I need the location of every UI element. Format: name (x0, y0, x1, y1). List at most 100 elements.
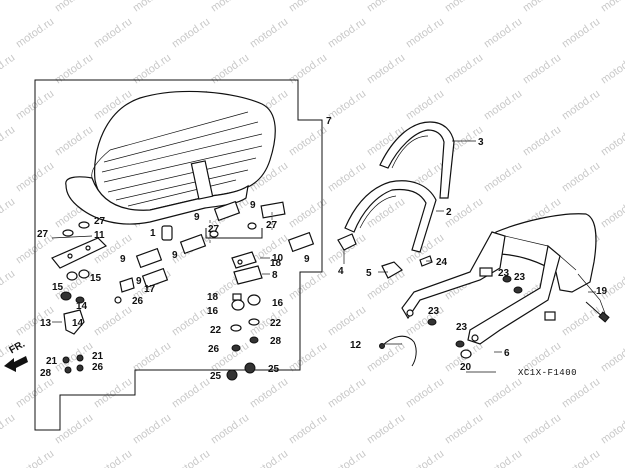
cable (381, 335, 417, 367)
callout-8: 8 (272, 270, 278, 281)
watermark-text: motod.ru (170, 376, 212, 411)
watermark-text: motod.ru (287, 196, 329, 231)
watermark-text: motod.ru (0, 268, 17, 303)
watermark-text: motod.ru (326, 448, 368, 468)
watermark-text: motod.ru (482, 376, 524, 411)
leader-lines (51, 119, 596, 373)
watermark-text: motod.ru (365, 340, 407, 375)
callout-16-b: 16 (272, 298, 284, 309)
callout-20: 20 (460, 362, 472, 373)
callout-numbers: 7 3 2 4 5 24 23 23 19 23 23 12 6 20 27 2… (37, 116, 608, 382)
grab-rail-lower (344, 180, 437, 253)
callout-26-b: 26 (208, 344, 220, 355)
watermark-text: motod.ru (170, 448, 212, 468)
watermark-text: motod.ru (209, 0, 251, 14)
diagram-code: XC1X-F1400 (518, 368, 577, 378)
callout-25-a: 25 (210, 371, 222, 382)
watermark-text: motod.ru (0, 412, 17, 447)
callout-26-a: 26 (132, 296, 144, 307)
grab-rail-upper (379, 121, 455, 199)
watermark-text: motod.ru (560, 16, 602, 51)
bracket-5 (381, 261, 403, 279)
watermark-text: motod.ru (92, 376, 134, 411)
callout-18: 18 (207, 292, 219, 303)
watermark-text: motod.ru (443, 0, 485, 14)
callout-22-b: 22 (270, 318, 282, 329)
callout-15-a: 15 (90, 273, 102, 284)
callout-21-b: 21 (92, 351, 104, 362)
callout-21-a: 21 (46, 356, 58, 367)
callout-14-a: 14 (76, 301, 88, 312)
watermark-text: motod.ru (287, 124, 329, 159)
callout-17: 17 (144, 284, 156, 295)
watermark-text: motod.ru (0, 0, 17, 14)
watermark-text: motod.ru (53, 0, 95, 14)
callout-26-c: 26 (92, 362, 104, 373)
bolt-19 (585, 301, 610, 323)
watermark-text: motod.ru (560, 376, 602, 411)
callout-11: 11 (94, 230, 105, 241)
watermark-text: motod.ru (92, 16, 134, 51)
watermark-text: motod.ru (365, 412, 407, 447)
watermark-text: motod.ru (0, 124, 17, 159)
callout-24: 24 (436, 257, 448, 268)
watermark-text: motod.ru (326, 16, 368, 51)
watermark-text: motod.ru (365, 52, 407, 87)
callout-27-b: 27 (37, 229, 49, 240)
watermark-text: motod.ru (482, 16, 524, 51)
callout-23-d: 23 (456, 322, 468, 333)
watermark-text: motod.ru (482, 160, 524, 195)
watermark-text: motod.ru (482, 88, 524, 123)
callout-2: 2 (446, 207, 452, 218)
watermark-text: motod.ru (131, 52, 173, 87)
watermark-text: motod.ru (248, 376, 290, 411)
watermark-text: motod.ru (287, 412, 329, 447)
callout-19: 19 (596, 286, 608, 297)
watermark-text: motod.ru (599, 52, 625, 87)
watermark-text: motod.ru (170, 16, 212, 51)
watermark-text: motod.ru (599, 124, 625, 159)
watermark-text: motod.ru (560, 160, 602, 195)
watermark-text: motod.ru (443, 52, 485, 87)
watermark-text: motod.ru (248, 448, 290, 468)
watermark-text: motod.ru (521, 412, 563, 447)
watermark-text: motod.ru (0, 196, 17, 231)
watermark-text: motod.ru (131, 412, 173, 447)
callout-28-a: 28 (270, 336, 282, 347)
watermark-text: motod.ru (404, 448, 446, 468)
seat (65, 90, 276, 225)
watermark-text: motod.ru (131, 0, 173, 14)
watermark-text: motod.ru (92, 448, 134, 468)
callout-9-c: 9 (120, 254, 126, 265)
watermark-text: motod.ru (326, 160, 368, 195)
callout-15-b: 15 (52, 282, 64, 293)
watermark-text: motod.ru (92, 304, 134, 339)
watermark-text: motod.ru (209, 412, 251, 447)
callout-23-c: 23 (428, 306, 440, 317)
watermark-text: motod.ru (443, 412, 485, 447)
callout-9-d: 9 (172, 250, 178, 261)
watermark-text: motod.ru (560, 88, 602, 123)
watermark-text: motod.ru (482, 448, 524, 468)
callout-10: 10 (272, 253, 284, 264)
watermark-text: motod.ru (287, 340, 329, 375)
watermark-text: motod.ru (521, 124, 563, 159)
watermark-text: motod.ru (248, 16, 290, 51)
watermark-text: motod.ru (287, 0, 329, 14)
watermark-text: motod.ru (0, 52, 17, 87)
watermark-text: motod.ru (53, 52, 95, 87)
callout-6: 6 (504, 348, 510, 359)
watermark-text: motod.ru (560, 304, 602, 339)
callout-4: 4 (338, 266, 344, 277)
callout-28-b: 28 (40, 368, 52, 379)
watermark-text: motod.ru (326, 88, 368, 123)
watermark-text: motod.ru (326, 304, 368, 339)
watermark-text: motod.ru (53, 124, 95, 159)
watermark-text: motod.ru (404, 16, 446, 51)
watermark-text: motod.ru (53, 412, 95, 447)
watermark-text: motod.ru (287, 52, 329, 87)
watermark-text: motod.ru (131, 340, 173, 375)
watermark-text: motod.ru (14, 448, 56, 468)
